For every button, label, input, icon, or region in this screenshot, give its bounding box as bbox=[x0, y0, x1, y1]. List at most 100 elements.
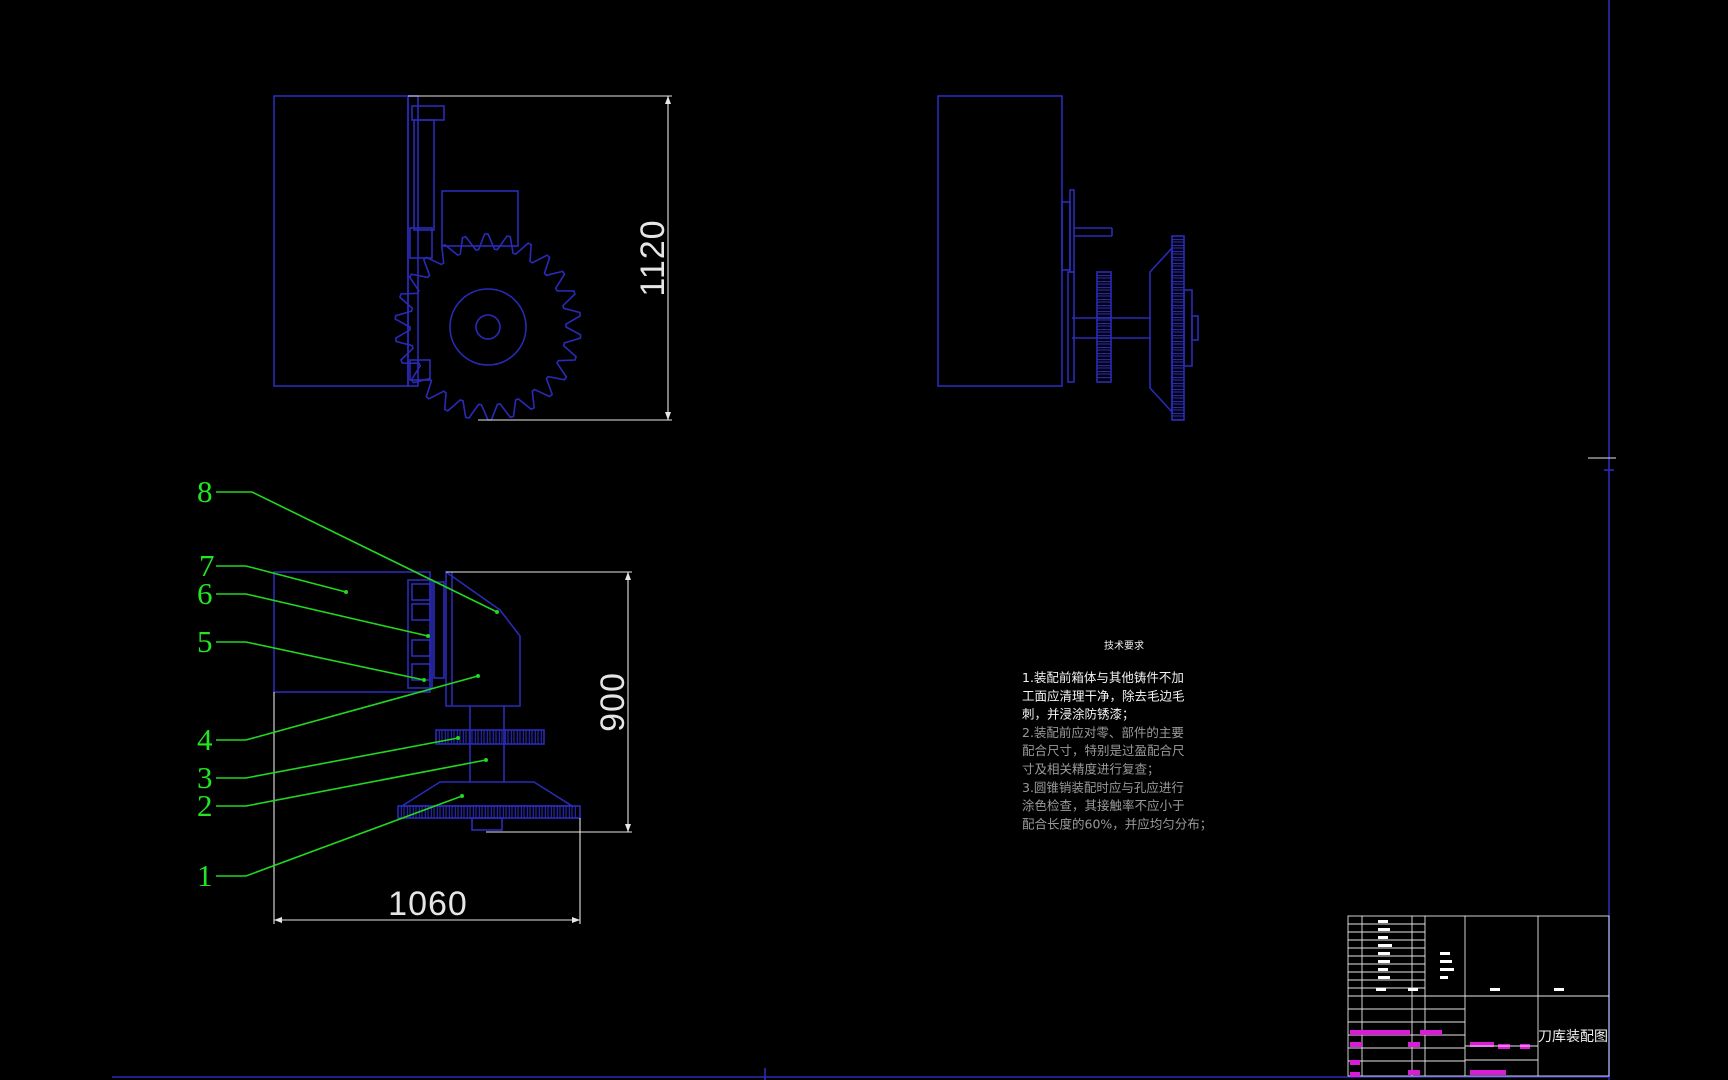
gear-tooth bbox=[1096, 373, 1112, 379]
gear-tooth bbox=[427, 805, 432, 819]
gear-tooth bbox=[1096, 349, 1112, 355]
gear-tooth bbox=[1171, 409, 1185, 415]
gear-tooth bbox=[1171, 385, 1185, 391]
gear-tooth bbox=[507, 729, 512, 745]
gear-tooth bbox=[565, 805, 570, 819]
title-block-mark bbox=[1408, 1042, 1420, 1047]
tech-requirement-line: 3.圆锥销装配时应与孔应进行 bbox=[1022, 780, 1184, 795]
front-view bbox=[273, 95, 672, 421]
small-gear-teeth bbox=[1096, 271, 1112, 379]
gear-tooth bbox=[421, 805, 426, 819]
tech-requirement-line: 配合尺寸，特别是过盈配合尺 bbox=[1022, 743, 1185, 758]
gear-tooth bbox=[511, 805, 516, 819]
gear-tooth bbox=[1171, 373, 1185, 379]
gear-tooth bbox=[1096, 331, 1112, 337]
title-block-mark bbox=[1378, 928, 1390, 931]
title-block-mark bbox=[1378, 936, 1388, 939]
gear-tooth bbox=[459, 729, 464, 745]
gear-tooth bbox=[495, 729, 500, 745]
gear-tooth bbox=[441, 729, 446, 745]
gear-tooth bbox=[475, 805, 480, 819]
title-block-mark bbox=[1378, 976, 1390, 979]
large-gear-teeth bbox=[1171, 235, 1185, 421]
title-block-mark bbox=[1470, 1070, 1506, 1075]
title-block-mark bbox=[1350, 1060, 1360, 1065]
gear-tooth bbox=[553, 805, 558, 819]
gear-tooth bbox=[493, 805, 498, 819]
gear-tooth bbox=[435, 729, 440, 745]
gear-tooth bbox=[477, 729, 482, 745]
gear-tooth bbox=[1096, 301, 1112, 307]
gear-tooth bbox=[1171, 265, 1185, 271]
title-block-mark bbox=[1440, 960, 1452, 963]
gear-tooth bbox=[1171, 403, 1185, 409]
gear-tooth bbox=[1171, 307, 1185, 313]
gear-tooth bbox=[1096, 367, 1112, 373]
gear-tooth bbox=[513, 729, 518, 745]
title-block-mark bbox=[1408, 1070, 1420, 1075]
title-block-mark bbox=[1378, 968, 1388, 971]
title-block-mark bbox=[1378, 952, 1390, 955]
gear-tooth bbox=[1171, 235, 1185, 241]
gear-tooth bbox=[541, 805, 546, 819]
gear-tooth bbox=[1096, 361, 1112, 367]
gear-tooth bbox=[1096, 277, 1112, 283]
gear-tooth bbox=[1171, 391, 1185, 397]
gear-tooth bbox=[1096, 289, 1112, 295]
tech-requirements-heading: 技术要求 bbox=[1104, 639, 1144, 652]
title-block-mark bbox=[1498, 1044, 1510, 1049]
gear-tooth bbox=[519, 729, 524, 745]
title-block-drawing-name: 刀库装配图 bbox=[1538, 1029, 1608, 1045]
tech-requirement-line: 寸及相关精度进行复查； bbox=[1022, 762, 1160, 777]
title-block-rows bbox=[1348, 923, 1465, 1062]
gear-tooth bbox=[1171, 331, 1185, 337]
title-block-mark bbox=[1378, 920, 1388, 923]
gear-tooth bbox=[463, 805, 468, 819]
gear-tooth bbox=[1171, 259, 1185, 265]
gear-tooth bbox=[451, 805, 456, 819]
gear-tooth bbox=[1171, 253, 1185, 259]
gear-tooth bbox=[1171, 301, 1185, 307]
gear-tooth bbox=[1096, 325, 1112, 331]
title-block-mark bbox=[1420, 1030, 1442, 1035]
title-block-mark bbox=[1470, 1042, 1494, 1047]
gear-tooth bbox=[469, 805, 474, 819]
title-block-mark bbox=[1440, 952, 1450, 955]
gear-tooth bbox=[447, 729, 452, 745]
gear-tooth bbox=[1171, 349, 1185, 355]
gear-tooth bbox=[1171, 355, 1185, 361]
title-block bbox=[1347, 915, 1610, 1077]
tech-requirement-line: 涂色检查，其接触率不应小于 bbox=[1022, 798, 1185, 813]
gear-tooth bbox=[433, 805, 438, 819]
gear-tooth bbox=[547, 805, 552, 819]
balloon-1: 1 bbox=[197, 858, 213, 893]
title-block-mark bbox=[1350, 1042, 1362, 1047]
gear-tooth bbox=[1171, 241, 1185, 247]
gear-tooth bbox=[403, 805, 408, 819]
gear-tooth bbox=[465, 729, 470, 745]
gear-tooth bbox=[523, 805, 528, 819]
gear-tooth bbox=[1171, 313, 1185, 319]
gear-tooth bbox=[1096, 355, 1112, 361]
gear-tooth bbox=[1171, 337, 1185, 343]
tech-requirements-list: 1.装配前箱体与其他铸件不加工面应清理干净，除去毛边毛刺，并浸涂防锈漆；2.装配… bbox=[1022, 670, 1212, 831]
gear-tooth bbox=[1171, 367, 1185, 373]
side-view bbox=[937, 95, 1199, 421]
title-block-marks bbox=[1350, 920, 1564, 1077]
gear-tooth bbox=[457, 805, 462, 819]
gear-tooth bbox=[481, 805, 486, 819]
gear-tooth bbox=[1171, 283, 1185, 289]
gear-tooth bbox=[1171, 277, 1185, 283]
tech-requirement-line: 工面应清理干净，除去毛边毛 bbox=[1022, 688, 1185, 703]
gear-tooth bbox=[1171, 415, 1185, 421]
tech-requirement-line: 2.装配前应对零、部件的主要 bbox=[1022, 725, 1184, 740]
gear-tooth bbox=[1171, 361, 1185, 367]
title-block-mark bbox=[1378, 960, 1390, 963]
balloon-8: 8 bbox=[197, 474, 213, 509]
gear-3-teeth bbox=[435, 729, 542, 745]
title-block-mark bbox=[1408, 988, 1418, 991]
balloon-2: 2 bbox=[197, 788, 213, 823]
gear-tooth bbox=[1171, 319, 1185, 325]
gear-tooth bbox=[1171, 271, 1185, 277]
